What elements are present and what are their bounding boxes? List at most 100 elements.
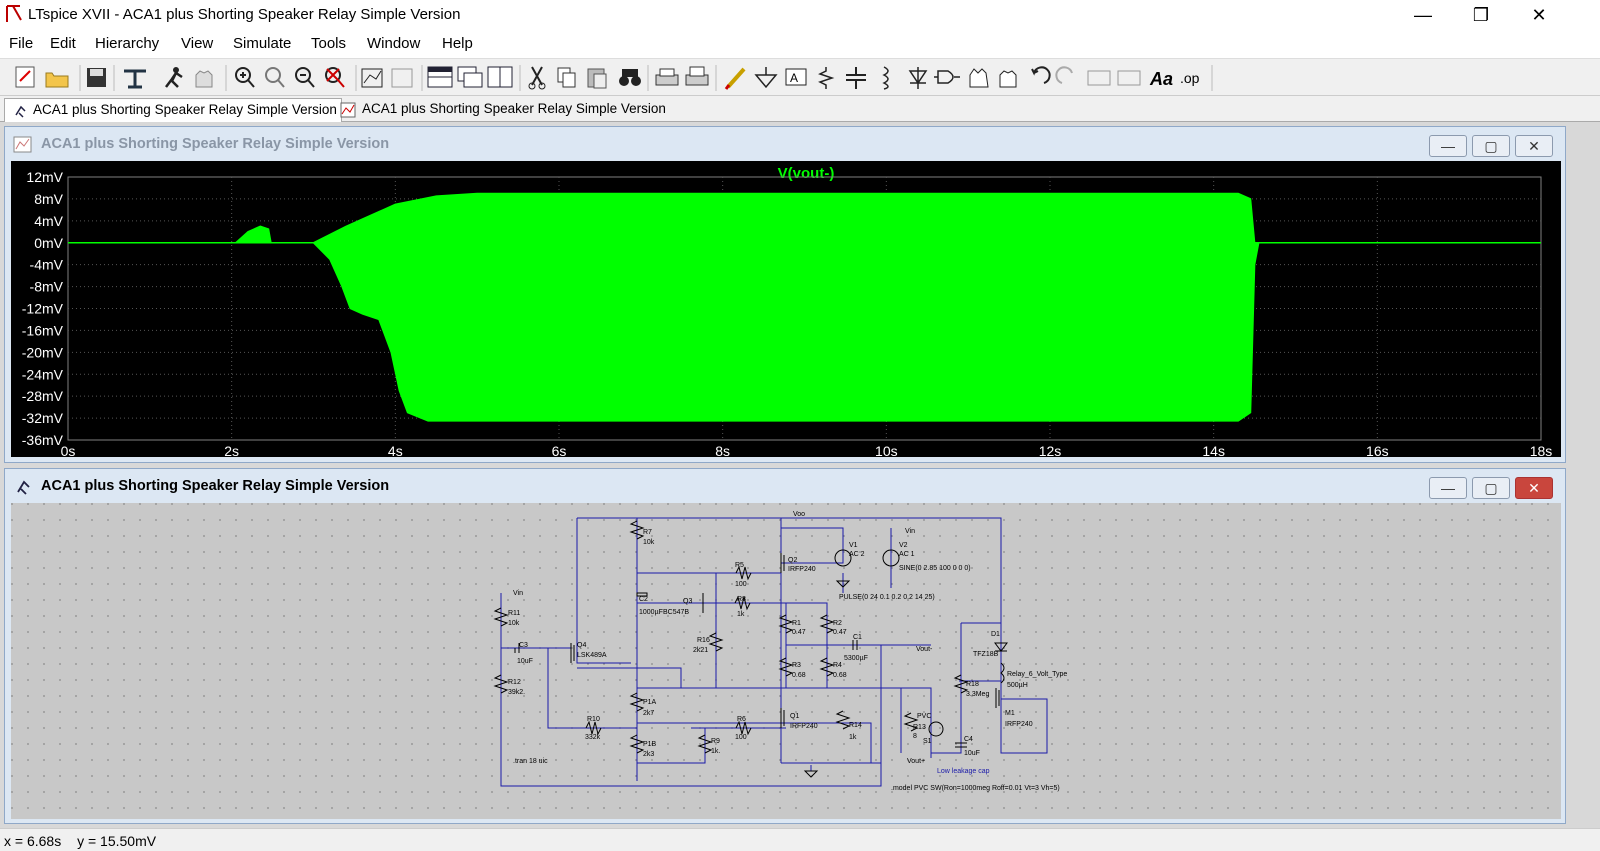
- menu-hierarchy[interactable]: Hierarchy: [95, 35, 160, 52]
- waveform-minimize-button[interactable]: —: [1429, 135, 1467, 157]
- draw-wire-icon[interactable]: [724, 67, 746, 90]
- run-icon[interactable]: [165, 67, 183, 88]
- resistor-r2: [819, 614, 835, 634]
- menu-view[interactable]: View: [181, 35, 214, 52]
- resistor-r5: [735, 565, 752, 581]
- minimize-button[interactable]: —: [1414, 4, 1432, 25]
- zoom-fit-icon[interactable]: [325, 67, 345, 88]
- find-binoculars-icon[interactable]: [619, 69, 641, 86]
- zoom-in-icon[interactable]: [235, 67, 255, 88]
- trace-label[interactable]: V(vout-): [778, 165, 835, 182]
- ltspice-logo-icon: [6, 5, 22, 22]
- value-r1: 0.47: [792, 629, 806, 636]
- x-tick-label: 4s: [388, 443, 403, 457]
- close-button[interactable]: ✕: [1531, 4, 1547, 25]
- menu-tools[interactable]: Tools: [311, 35, 347, 52]
- schematic-canvas[interactable]: Voo Vin Vin R7 10k R5 100 Q2 IRFP240 V1 …: [11, 503, 1561, 819]
- control-panel-icon[interactable]: [124, 69, 146, 89]
- label-q4: Q4: [577, 642, 586, 649]
- value-v1: AC 2: [849, 551, 865, 558]
- copy-icon[interactable]: [557, 67, 576, 88]
- capacitor-icon[interactable]: [846, 67, 866, 89]
- undo-icon[interactable]: [1031, 66, 1051, 84]
- mosfet-q1: [780, 708, 785, 728]
- y-tick-label: -4mV: [30, 257, 64, 273]
- schematic-maximize-button[interactable]: ▢: [1472, 477, 1510, 499]
- value-v1-pulse: PULSE(0 24 0.1 0.2 0.2 14 25): [839, 594, 935, 601]
- cascade-icon[interactable]: [457, 66, 483, 88]
- redo-icon[interactable]: [1055, 66, 1073, 84]
- print-icon[interactable]: [655, 68, 679, 86]
- label-d1: D1: [991, 631, 1000, 638]
- label-r6: R6: [737, 716, 746, 723]
- zoom-pan-icon[interactable]: [265, 67, 285, 88]
- zoom-out-icon[interactable]: [295, 67, 315, 88]
- label-q2: Q2: [788, 557, 797, 564]
- label-v2: V2: [899, 542, 908, 549]
- label-r7: R7: [643, 529, 652, 536]
- y-tick-label: 4mV: [34, 213, 63, 229]
- tab-waveform[interactable]: ACA1 plus Shorting Speaker Relay Simple …: [334, 98, 670, 122]
- inductor-icon[interactable]: [882, 66, 889, 90]
- value-v2: AC 1: [899, 551, 915, 558]
- move-hand-icon[interactable]: [969, 68, 989, 88]
- open-folder-icon[interactable]: [45, 72, 69, 88]
- cursor-x-readout: x = 6.68s: [4, 833, 62, 849]
- diode-icon[interactable]: [908, 67, 928, 89]
- waveform-window-titlebar[interactable]: ACA1 plus Shorting Speaker Relay Simple …: [5, 127, 1565, 161]
- drag-hand-icon[interactable]: [999, 70, 1017, 88]
- waveform-maximize-button[interactable]: ▢: [1472, 135, 1510, 157]
- tile-vertical-icon[interactable]: [487, 66, 513, 88]
- schematic-icon: [15, 105, 26, 118]
- svg-text:.op: .op: [1180, 70, 1200, 86]
- tile-horizontal-icon[interactable]: [427, 66, 453, 88]
- value-r12: 39k2.: [508, 689, 525, 696]
- waveform-plot[interactable]: V(vout-) 12mV8mV4mV0mV-4mV-8mV-12mV-16mV…: [11, 161, 1561, 457]
- save-icon[interactable]: [87, 68, 106, 87]
- resistor-icon[interactable]: [818, 67, 835, 89]
- menu-file[interactable]: File: [9, 35, 34, 52]
- label-net-icon[interactable]: A: [785, 68, 807, 86]
- ground-icon[interactable]: [754, 67, 778, 89]
- new-schematic-icon[interactable]: [15, 66, 35, 88]
- value-q2: IRFP240: [788, 566, 816, 573]
- cut-icon[interactable]: [528, 66, 546, 90]
- menu-window[interactable]: Window: [367, 35, 421, 52]
- y-tick-label: -28mV: [22, 388, 64, 404]
- mirror-icon[interactable]: [1117, 70, 1141, 86]
- restore-button[interactable]: ❐: [1472, 4, 1490, 25]
- window-title: LTspice XVII - ACA1 plus Shorting Speake…: [28, 6, 461, 23]
- label-s1: S1: [923, 738, 932, 745]
- y-tick-label: -24mV: [22, 366, 64, 382]
- print-preview-icon[interactable]: [685, 66, 709, 86]
- spice-tran-directive[interactable]: .tran 18 uic: [513, 758, 548, 765]
- label-c3: C3: [519, 642, 528, 649]
- tab-schematic[interactable]: ACA1 plus Shorting Speaker Relay Simple …: [4, 98, 342, 122]
- autorange-icon[interactable]: [361, 68, 383, 88]
- menu-help[interactable]: Help: [442, 35, 473, 52]
- value-q3: BC547B: [663, 609, 689, 616]
- resistor-r12: [493, 674, 509, 694]
- component-icon[interactable]: [934, 70, 960, 84]
- paste-icon[interactable]: [587, 68, 607, 89]
- spice-model-directive[interactable]: .model PVC SW(Ron=1000meg Roff=0.01 Vt=3…: [891, 785, 1060, 792]
- y-tick-label: 0mV: [34, 235, 63, 251]
- menu-edit[interactable]: Edit: [50, 35, 76, 52]
- schematic-components: [493, 520, 1008, 778]
- schematic-window-titlebar[interactable]: ACA1 plus Shorting Speaker Relay Simple …: [5, 469, 1565, 503]
- rotate-icon[interactable]: [1087, 70, 1111, 86]
- source-v2: [882, 549, 900, 567]
- label-p1a: P1A: [643, 699, 657, 706]
- halt-hand-icon[interactable]: [195, 70, 213, 88]
- waveform-close-button[interactable]: ✕: [1515, 135, 1553, 157]
- menu-simulate[interactable]: Simulate: [233, 35, 292, 52]
- schematic-minimize-button[interactable]: —: [1429, 477, 1467, 499]
- y-tick-label: 8mV: [34, 191, 63, 207]
- text-icon[interactable]: Aa: [1149, 69, 1173, 89]
- capacitor-c2: [636, 592, 648, 597]
- grid-icon[interactable]: [391, 68, 413, 88]
- spice-directive-icon[interactable]: .op: [1180, 70, 1200, 86]
- resistor-r6: [735, 720, 752, 736]
- trace-v-vout-minus[interactable]: [68, 192, 1541, 422]
- schematic-close-button[interactable]: ✕: [1515, 477, 1553, 499]
